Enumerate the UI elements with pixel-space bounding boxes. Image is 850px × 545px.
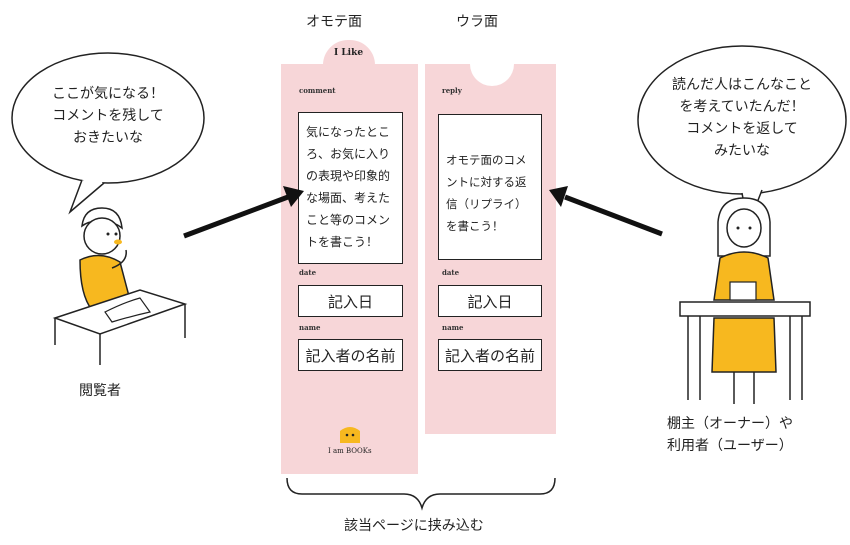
right-bubble-line-2: を考えていたんだ！	[679, 99, 805, 115]
back-date-box: 記入日	[438, 285, 542, 317]
front-date-box: 記入日	[298, 285, 403, 317]
back-card-notch	[470, 42, 514, 86]
front-date-label: date	[299, 268, 317, 277]
left-bubble-line-2: コメントを残して	[52, 108, 164, 124]
left-bubble-line-1: ここが気になる！	[52, 86, 164, 102]
logo-text: I am BOOKs	[328, 447, 372, 455]
right-bubble-line-1: 読んだ人はこんなこと	[672, 77, 812, 93]
front-heading: オモテ面	[306, 14, 362, 30]
owner-caption-line-1: 棚主（オーナー）や	[667, 416, 793, 432]
back-heading: ウラ面	[456, 14, 498, 30]
viewer-caption: 閲覧者	[79, 383, 121, 399]
bottom-caption: 該当ページに挟み込む	[344, 518, 484, 534]
owner-caption-line-2: 利用者（ユーザー）	[667, 438, 793, 454]
front-tab-label: I Like	[334, 48, 364, 58]
front-name-label: name	[299, 323, 321, 332]
front-card-tab	[323, 40, 375, 90]
back-reply-label: reply	[442, 86, 462, 95]
back-name-label: name	[442, 323, 464, 332]
back-name-box: 記入者の名前	[438, 339, 542, 371]
back-date-label: date	[442, 268, 460, 277]
book-logo-icon	[340, 427, 360, 443]
front-comment-box: 気になったところ、お気に入りの表現や印象的な場面、考えたこと等のコメントを書こう…	[298, 112, 403, 264]
left-bubble-line-3: おきたいな	[73, 130, 143, 146]
right-bubble-line-4: みたいな	[714, 143, 770, 159]
back-reply-box: オモテ面のコメントに対する返信（リプライ）を書こう！	[438, 114, 542, 260]
front-comment-label: comment	[299, 86, 336, 95]
right-bubble-line-3: コメントを返して	[686, 121, 798, 137]
front-name-box: 記入者の名前	[298, 339, 403, 371]
